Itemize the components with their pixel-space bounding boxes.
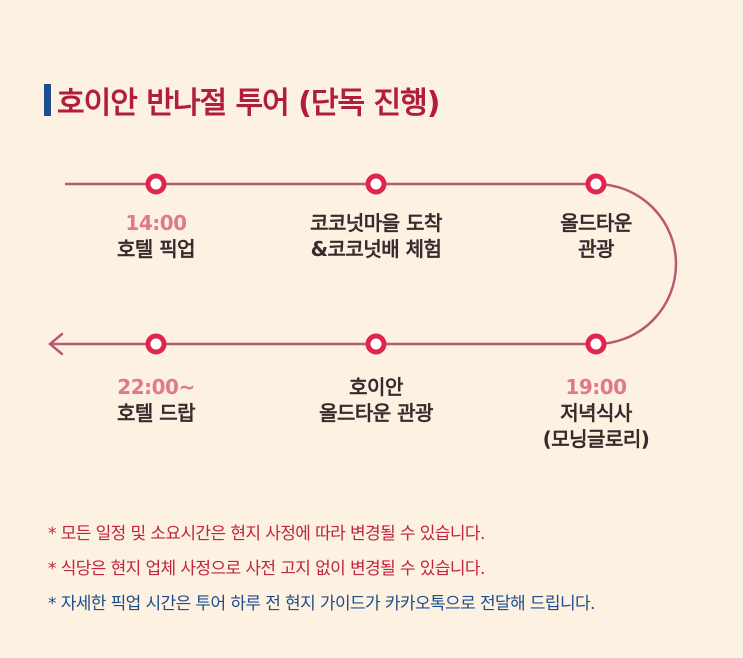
stop-name: 저녁식사 (모닝글로리): [542, 401, 650, 451]
stop-name: 호텔 드랍: [116, 401, 196, 425]
title-accent-bar: [44, 84, 51, 116]
page-title: 호이안 반나절 투어 (단독 진행): [57, 86, 440, 121]
stop-name: 올드타운 관광: [560, 211, 632, 261]
stop-dot: [145, 333, 167, 355]
stop-hoian-old-town: 호이안 올드타운 관광: [276, 374, 476, 426]
route-line: [52, 182, 678, 346]
stop-dot: [585, 173, 607, 195]
stop-time: 22:00~: [117, 375, 195, 399]
stop-dot: [585, 333, 607, 355]
title-block: 호이안 반나절 투어 (단독 진행): [44, 78, 440, 122]
note-item: * 모든 일정 및 소요시간은 현지 사정에 따라 변경될 수 있습니다.: [48, 524, 485, 544]
stop-dot: [145, 173, 167, 195]
stop-name: 호이안 올드타운 관광: [319, 375, 433, 425]
stop-time: 14:00: [125, 211, 187, 235]
stop-dot: [365, 333, 387, 355]
stop-name: 코코넛마을 도착 &코코넛배 체험: [310, 211, 442, 261]
stop-dinner: 19:00 저녁식사 (모닝글로리): [496, 374, 696, 452]
note-item: * 자세한 픽업 시간은 투어 하루 전 현지 가이드가 카카오톡으로 전달해 …: [48, 594, 595, 614]
stop-time: 19:00: [565, 375, 627, 399]
stop-hotel-pickup: 14:00 호텔 픽업: [56, 210, 256, 262]
stop-old-town: 올드타운 관광: [496, 210, 696, 262]
stop-coconut-village: 코코넛마을 도착 &코코넛배 체험: [276, 210, 476, 262]
notes-list: * 모든 일정 및 소요시간은 현지 사정에 따라 변경될 수 있습니다. * …: [48, 517, 595, 622]
arrow-left-icon: [48, 332, 64, 356]
stop-hotel-dropoff: 22:00~ 호텔 드랍: [56, 374, 256, 426]
stop-name: 호텔 픽업: [116, 237, 196, 261]
stop-dot: [365, 173, 387, 195]
note-item: * 식당은 현지 업체 사정으로 사전 고지 없이 변경될 수 있습니다.: [48, 559, 485, 579]
